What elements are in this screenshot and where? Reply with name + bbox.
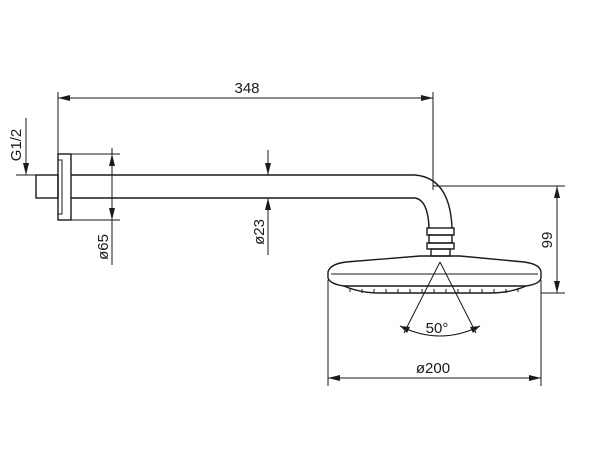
dimension-head: ø200 [327,280,542,386]
swivel-connector [426,227,455,257]
dimension-arm: ø23 [251,150,271,255]
dimension-angle-label: 50° [426,320,449,337]
wall-flange [57,153,72,221]
dimension-angle: 50° [399,261,481,337]
dimension-length-label: 348 [234,80,259,97]
dimension-arm-label: ø23 [251,219,268,245]
shower-head [327,255,542,294]
dimension-thread-label: G1/2 [8,129,25,162]
dimension-flange: ø65 [71,148,120,265]
dimension-length: 348 [57,80,434,190]
dimension-height: 99 [433,185,565,294]
dimension-height-label: 99 [539,232,556,249]
dimension-head-label: ø200 [416,360,450,377]
dimension-thread: G1/2 [8,118,36,176]
thread-stub [35,174,59,199]
shower-arm [71,174,453,229]
dimension-flange-label: ø65 [95,234,112,260]
